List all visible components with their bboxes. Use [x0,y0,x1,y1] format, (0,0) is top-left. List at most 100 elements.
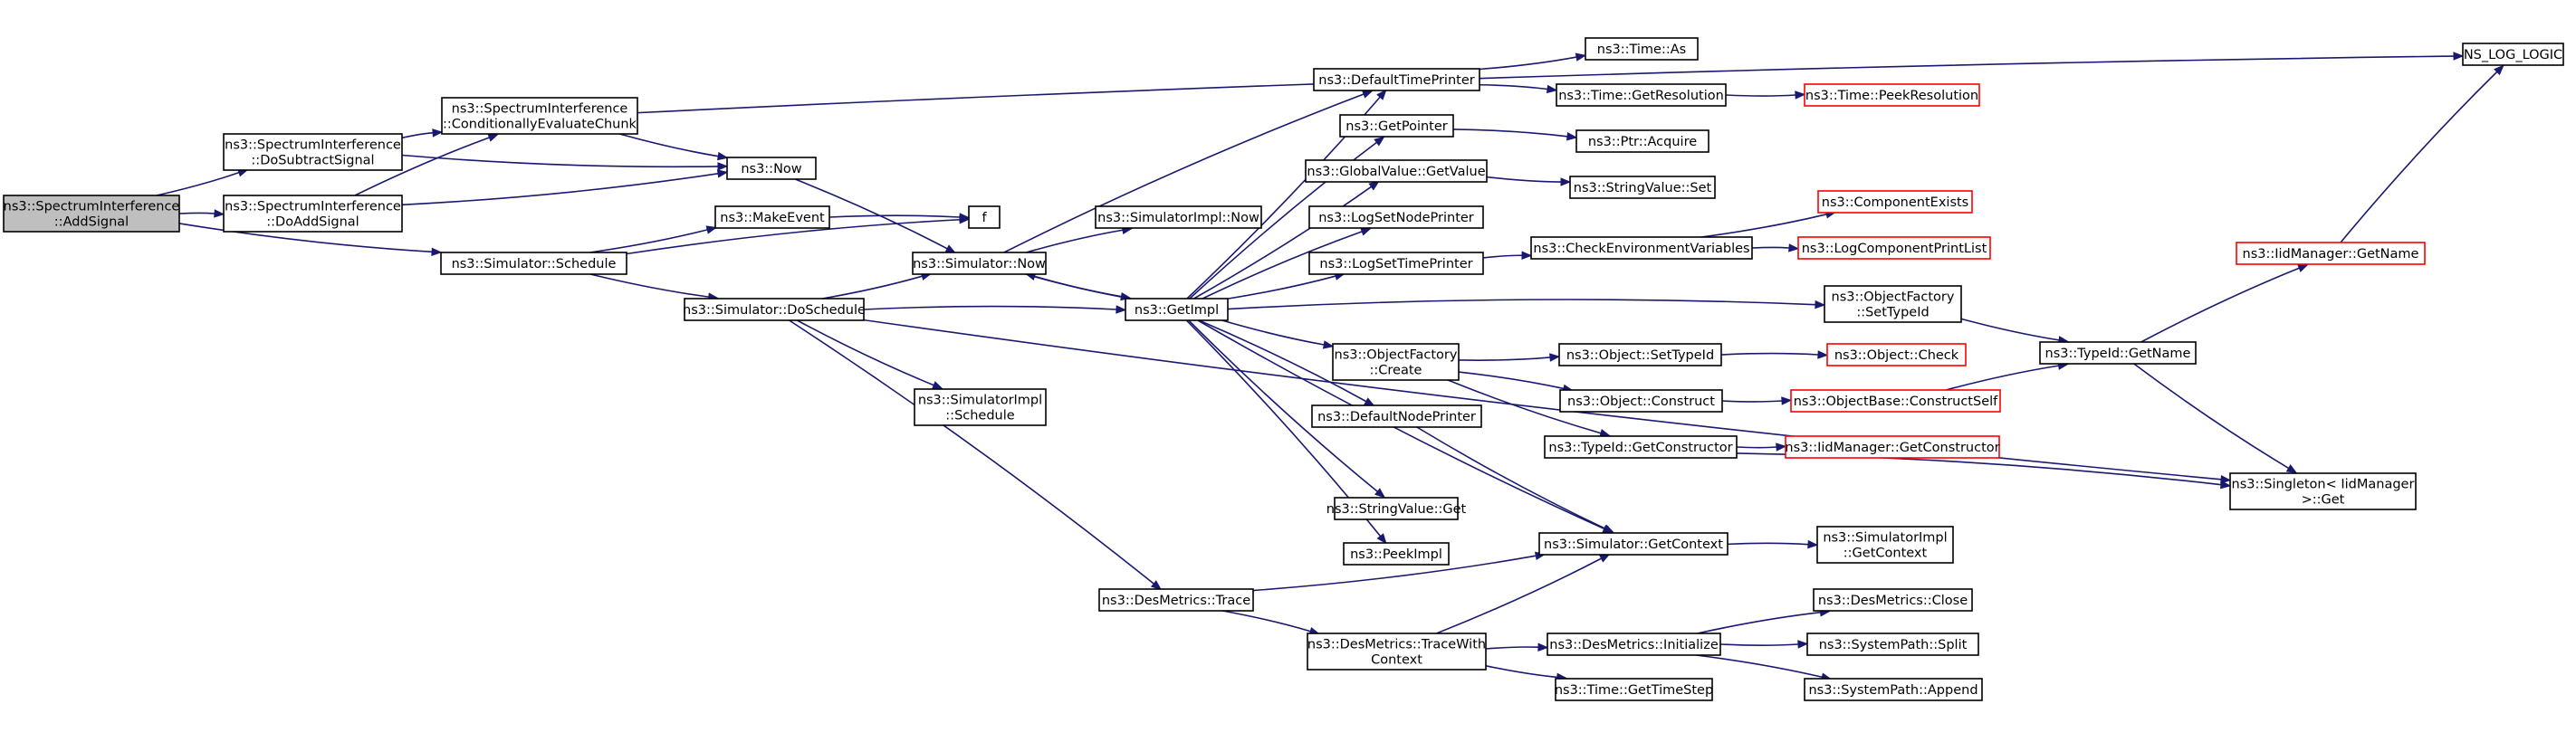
edge-simdoschedule-to-getimpl [863,305,1127,314]
node-simdoschedule[interactable]: ns3::Simulator::DoSchedule [683,298,866,321]
edge-line [1945,365,2059,391]
node-simimplgetctx[interactable]: ns3::SimulatorImpl::GetContext [1816,526,1954,564]
node-simgetctx[interactable]: ns3::Simulator::GetContext [1538,532,1729,556]
edge-line [1222,610,1311,633]
node-spsplit[interactable]: ns3::SystemPath::Split [1806,633,1979,656]
node-objbasecs[interactable]: ns3::ObjectBase::ConstructSelf [1790,389,2001,413]
edge-line [863,305,1117,310]
node-label: ns3::GlobalValue::GetValue [1307,165,1485,179]
edge-line [1198,319,1367,403]
node-logsettime[interactable]: ns3::LogSetTimePrinter [1308,252,1484,275]
edge-line [1227,299,1816,310]
node-dosubtract[interactable]: ns3::SpectrumInterference::DoSubtractSig… [223,133,403,171]
node-objcheck[interactable]: ns3::Object::Check [1826,343,1967,366]
node-svset[interactable]: ns3::StringValue::Set [1569,176,1716,199]
node-ofsettypeid[interactable]: ns3::ObjectFactory::SetTypeId [1824,285,1962,323]
node-box [223,195,403,233]
edge-simdoschedule-to-destrace [789,319,1163,591]
edge-desinit-to-spappend [1696,654,1833,681]
node-compexists[interactable]: ns3::ComponentExists [1817,190,1973,214]
node-box [1307,633,1487,671]
node-getimpl[interactable]: ns3::GetImpl [1125,298,1229,321]
node-checkenv[interactable]: ns3::CheckEnvironmentVariables [1530,236,1753,260]
node-doadd[interactable]: ns3::SpectrumInterference::DoAddSignal [223,195,403,233]
edge-line [401,132,434,139]
node-label: ns3::Object::SetTypeId [1566,348,1714,363]
node-addsignal[interactable]: ns3::SpectrumInterference::AddSignal [3,195,180,233]
node-label: ns3::Simulator::Now [913,257,1046,271]
node-box [1544,435,1738,459]
edge-line [863,319,2222,480]
node-ofcreate[interactable]: ns3::ObjectFactory::Create [1332,343,1460,381]
node-desclose[interactable]: ns3::DesMetrics::Close [1813,588,1973,612]
node-label: ns3::MakeEvent [720,211,825,225]
node-typeidgetctor[interactable]: ns3::TypeId::GetConstructor [1544,435,1738,459]
edge-line [2340,71,2498,243]
edge-line [1482,254,1523,259]
node-typeidgetname[interactable]: ns3::TypeId::GetName [2039,341,2197,365]
node-ptracquire[interactable]: ns3::Ptr::Acquire [1575,129,1709,153]
node-desinit[interactable]: ns3::DesMetrics::Initialize [1547,633,1721,656]
node-label: ns3::GetImpl [1135,303,1219,318]
node-f[interactable]: f [968,205,1001,229]
node-iidgetname[interactable]: ns3::IidManager::GetName [2236,242,2426,265]
node-timeas[interactable]: ns3::Time::As [1585,37,1699,61]
node-objconstruct[interactable]: ns3::Object::Construct [1559,389,1723,413]
edge-line [1486,176,1562,183]
node-box [1585,37,1699,61]
node-singleton[interactable]: ns3::Singleton< IidManager >::Get [2229,472,2417,510]
node-makeevent[interactable]: ns3::MakeEvent [714,205,830,229]
edge-arrowhead [1807,539,1819,549]
node-getpointer[interactable]: ns3::GetPointer [1339,114,1454,138]
edge-line [178,212,215,214]
edge-arrowhead [716,151,729,161]
node-simnow[interactable]: ns3::Simulator::Now [912,252,1047,275]
node-peekimpl[interactable]: ns3::PeekImpl [1343,542,1450,566]
edge-line [1736,446,1777,449]
node-logsetnode[interactable]: ns3::LogSetNodePrinter [1308,205,1484,229]
edge-line [1447,379,1602,434]
node-box [1559,389,1723,413]
edge-arrowhead [431,247,443,257]
node-svget[interactable]: ns3::StringValue::Get [1326,497,1467,520]
edge-line [1034,275,1131,300]
edge-line [1458,357,1551,361]
node-simimplnow[interactable]: ns3::SimulatorImpl::Now [1095,205,1262,229]
edge-line [1026,229,1124,253]
node-label: ns3::DesMetrics::Initialize [1549,638,1719,652]
node-simschedule[interactable]: ns3::Simulator::Schedule [440,252,627,275]
node-iidgetctor[interactable]: ns3::IidManager::GetConstructor [1785,435,2000,459]
node-nsloglogic[interactable]: NS_LOG_LOGIC [2462,43,2564,66]
node-label: ns3::SystemPath::Split [1819,638,1968,652]
node-condeval[interactable]: ns3::SpectrumInterference::Conditionally… [441,97,638,135]
node-timegetres[interactable]: ns3::Time::GetResolution [1556,83,1727,107]
node-box [1311,404,1482,428]
node-box [1125,298,1229,321]
node-now[interactable]: ns3::Now [726,157,817,180]
node-logcompprint[interactable]: ns3::LogComponentPrintList [1797,236,1991,260]
node-label: ::ConditionallyEvaluateChunk [443,118,637,132]
node-box [2039,341,2197,365]
node-defnodeprinter[interactable]: ns3::DefaultNodePrinter [1311,404,1482,428]
node-timepeekres[interactable]: ns3::Time::PeekResolution [1804,83,1980,107]
node-timegetstep[interactable]: ns3::Time::GetTimeStep [1555,678,1713,701]
edge-line [1252,555,1537,592]
node-deftimeprinter[interactable]: ns3::DefaultTimePrinter [1313,68,1480,91]
node-box [1555,678,1713,701]
edge-defnodeprinter-to-simgetctx [1416,426,1615,534]
edge-arrowhead [1537,642,1549,652]
node-spappend[interactable]: ns3::SystemPath::Append [1804,678,1983,701]
edge-arrowhead [1546,84,1558,94]
node-gvgetvalue[interactable]: ns3::GlobalValue::GetValue [1305,159,1488,183]
edge-line [178,223,433,253]
node-objsettypeid[interactable]: ns3::Object::SetTypeId [1558,343,1722,366]
edge-arrowhead [1815,300,1826,309]
node-box [1556,83,1727,107]
node-label: ns3::Simulator::GetContext [1544,537,1723,552]
edge-line [1003,93,1365,253]
node-destrace[interactable]: ns3::DesMetrics::Trace [1098,588,1254,612]
node-label: ::Create [1370,364,1422,378]
edge-checkenv-to-logcompprint [1751,243,1800,252]
node-simimplsched[interactable]: ns3::SimulatorImpl::Schedule [914,388,1047,426]
